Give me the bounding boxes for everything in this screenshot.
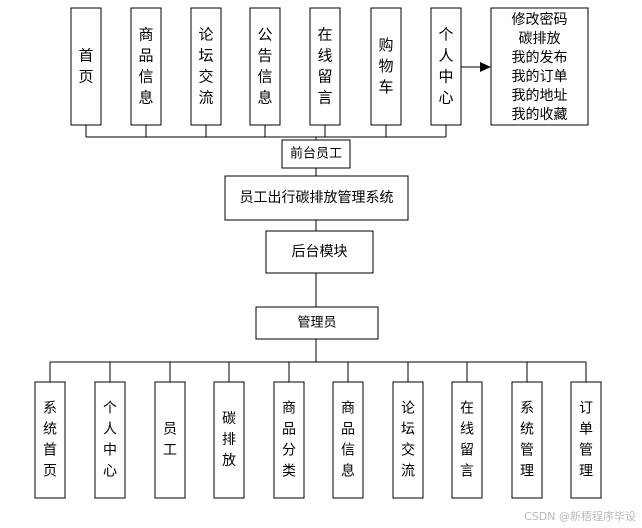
bottom-module-label-system-management: 系统管理 <box>520 401 534 480</box>
bottom-module-label-product-info: 商品信息 <box>341 401 355 480</box>
watermark: CSDN @新梧程序毕设 <box>524 510 636 523</box>
frontend-role-box <box>281 139 351 169</box>
top-module-label-forum: 论坛交流 <box>198 26 213 107</box>
top-module-box-forum <box>190 7 222 126</box>
admin-role-label: 管理员 <box>297 316 336 331</box>
personal-center-items-box <box>490 7 589 126</box>
arrow-head-icon <box>480 62 491 72</box>
frontend-role-label: 前台员工 <box>290 146 342 162</box>
bottom-module-box-order-management <box>570 381 602 499</box>
bottom-module-box-system-management <box>511 381 543 499</box>
bottom-module-box-product-category <box>273 381 305 499</box>
bottom-module-label-online-message: 在线留言 <box>460 401 474 480</box>
admin-role-box <box>255 306 379 340</box>
bottom-module-box-staff <box>154 381 186 499</box>
top-module-label-online-message: 在线留言 <box>317 26 332 107</box>
backend-module-box <box>265 230 374 274</box>
bottom-module-label-product-category: 商品分类 <box>282 401 296 480</box>
top-module-box-announcement <box>249 7 281 126</box>
top-module-box-home <box>70 7 102 126</box>
top-module-box-cart <box>370 7 402 126</box>
personal-center-item: 我的收藏 <box>512 107 568 123</box>
diagram-nodes: 首页商品信息论坛交流公告信息在线留言购物车个人中心修改密码碳排放我的发布我的订单… <box>34 7 602 499</box>
personal-center-item: 我的发布 <box>512 50 568 66</box>
personal-center-item: 我的地址 <box>512 88 568 104</box>
bottom-module-box-product-info <box>332 381 364 499</box>
top-module-label-announcement: 公告信息 <box>257 26 272 107</box>
top-module-label-personal-center: 个人中心 <box>438 26 453 107</box>
personal-center-item: 我的订单 <box>512 69 568 85</box>
bottom-module-box-personal-center <box>94 381 126 499</box>
top-module-box-personal-center <box>430 7 462 126</box>
bottom-module-box-online-message <box>451 381 483 499</box>
top-module-box-online-message <box>309 7 341 126</box>
bottom-module-label-personal-center: 个人中心 <box>103 401 117 480</box>
bottom-module-box-forum <box>392 381 424 499</box>
system-name-label: 员工出行碳排放管理系统 <box>240 190 394 206</box>
backend-module-label: 后台模块 <box>292 244 348 260</box>
bottom-module-box-system-home <box>34 381 66 499</box>
top-module-label-cart: 购物车 <box>378 36 393 96</box>
system-name-box <box>224 175 409 221</box>
bottom-module-label-staff: 员工 <box>163 422 177 459</box>
bottom-module-label-forum: 论坛交流 <box>401 401 415 480</box>
top-module-label-product-info: 商品信息 <box>138 26 153 107</box>
top-module-label-home: 首页 <box>78 47 93 86</box>
bottom-module-label-system-home: 系统首页 <box>43 401 57 480</box>
connector-lines <box>49 62 587 382</box>
bottom-module-box-carbon-emission <box>213 381 245 499</box>
personal-center-item: 修改密码 <box>512 11 568 28</box>
top-module-box-product-info <box>130 7 162 126</box>
personal-center-item: 碳排放 <box>519 31 561 47</box>
bottom-module-label-order-management: 订单管理 <box>579 401 593 480</box>
bottom-module-label-carbon-emission: 碳排放 <box>222 411 236 469</box>
